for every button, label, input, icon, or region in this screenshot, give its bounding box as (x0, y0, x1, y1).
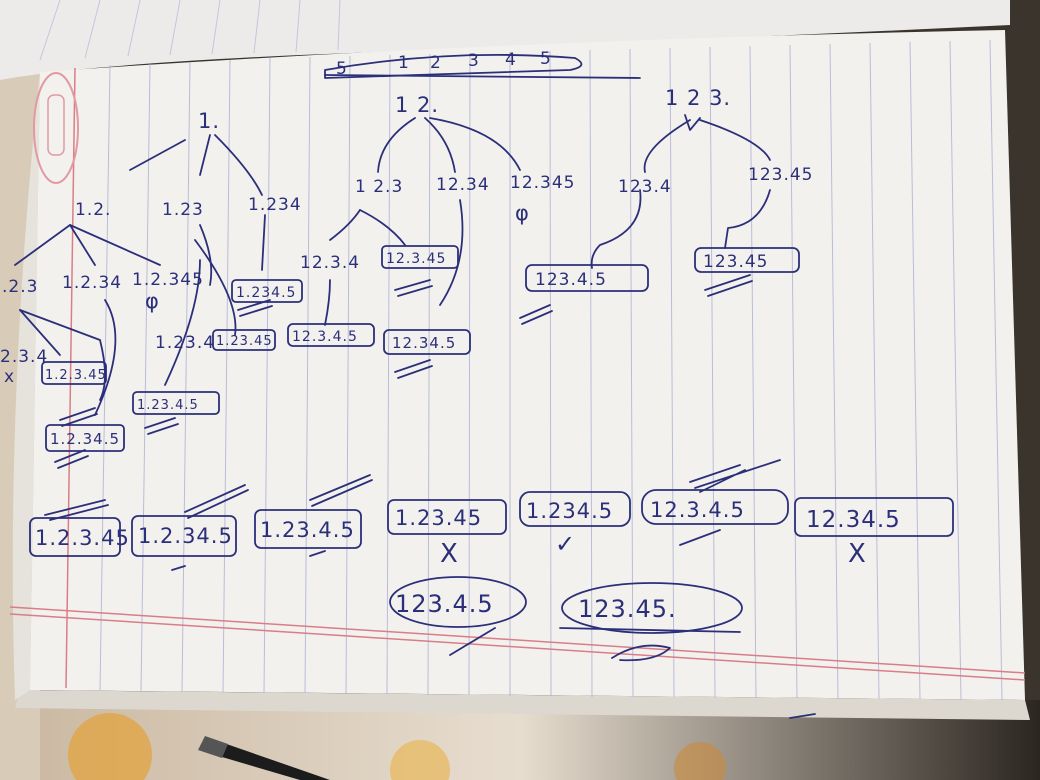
header-number-3: 3 (468, 51, 480, 71)
result-1-2-3-45: 1.2.3.45 (35, 526, 130, 550)
boxed-12-3-45: 12.3.45 (386, 251, 446, 267)
result-12-34-5: 12.34.5 (806, 507, 901, 533)
node-2-3: .2.3 (2, 277, 38, 297)
results-row-1: 1.2.3.45 1.2.34.5 1.23.4.5 1.23.45 1.234… (29, 459, 954, 571)
node-2-3-4: 2.3.4 (0, 347, 48, 367)
node-123-45: 123.45 (748, 165, 813, 185)
header-sequence: 5 1 2 3 4 5 (324, 49, 641, 79)
boxed-12-3-4-5: 12.3.4.5 (292, 329, 358, 345)
header-scribble: 5 (336, 59, 348, 79)
boxed-1-23-4-5: 1.23.4.5 (137, 398, 199, 413)
node-12-34: 12.34 (436, 175, 490, 195)
boxed-12-34-5: 12.34.5 (392, 334, 456, 352)
header-number-4: 4 (505, 50, 517, 70)
boxed-1-2-3-45: 1.2.3.45 (45, 368, 107, 383)
result-123-4-5: 123.4.5 (395, 590, 494, 618)
previous-page (0, 0, 1010, 80)
node-123-4: 123.4 (618, 177, 672, 197)
boxed-123-45: 123.45 (703, 252, 768, 272)
boxed-123-4-5: 123.4.5 (535, 270, 607, 290)
notebook-brand-stamp (33, 72, 79, 184)
results-row-2: 123.4.5 123.45. (389, 576, 816, 719)
node-1-23-4: 1.23.4 (155, 333, 215, 353)
node-1-2: 1.2. (75, 200, 111, 220)
notebook-page (30, 30, 1025, 700)
boxed-1-234-5: 1.234.5 (236, 285, 296, 301)
result-1-23-4-5: 1.23.4.5 (260, 518, 355, 542)
empty-mark-2: φ (515, 201, 530, 225)
node-1-2-34: 1.2.34 (62, 273, 122, 293)
node-12-345: 12.345 (510, 173, 575, 193)
root-12: 1 2. (395, 93, 439, 117)
node-12-3-4: 12.3.4 (300, 253, 360, 273)
node-1-23: 1.23 (162, 200, 204, 220)
root-1: 1. (198, 109, 220, 133)
header-number-5: 5 (540, 49, 552, 69)
tree-branches (14, 114, 771, 416)
empty-mark-1: φ (145, 289, 160, 313)
result-123-45: 123.45. (578, 595, 677, 623)
margin-lines (9, 67, 1026, 689)
result-12-3-4-5: 12.3.4.5 (650, 498, 745, 522)
header-number-1: 1 (398, 53, 410, 73)
pen (198, 736, 330, 780)
underline-marks (54, 274, 753, 469)
result-mark-x-1: X (440, 539, 459, 569)
boxed-results: 1.234.5 12.3.45 123.4.5 123.45 1.23.45 1… (41, 245, 800, 452)
result-mark-x-2: X (848, 539, 867, 569)
node-1-2-345: 1.2.345 (132, 270, 204, 290)
root-123: 1 2 3. (665, 86, 731, 110)
result-mark-check: ✓ (555, 530, 576, 558)
result-1-2-34-5: 1.2.34.5 (138, 524, 233, 548)
boxed-1-2-34-5: 1.2.34.5 (50, 430, 120, 448)
result-1-23-45: 1.23.45 (395, 506, 482, 530)
node-1-234: 1.234 (248, 195, 302, 215)
result-1-234-5: 1.234.5 (526, 499, 613, 523)
boxed-1-23-45: 1.23.45 (216, 334, 273, 349)
cross-mark: x (4, 367, 15, 387)
header-number-2: 2 (430, 53, 442, 73)
node-12-3: 1 2.3 (355, 177, 403, 197)
